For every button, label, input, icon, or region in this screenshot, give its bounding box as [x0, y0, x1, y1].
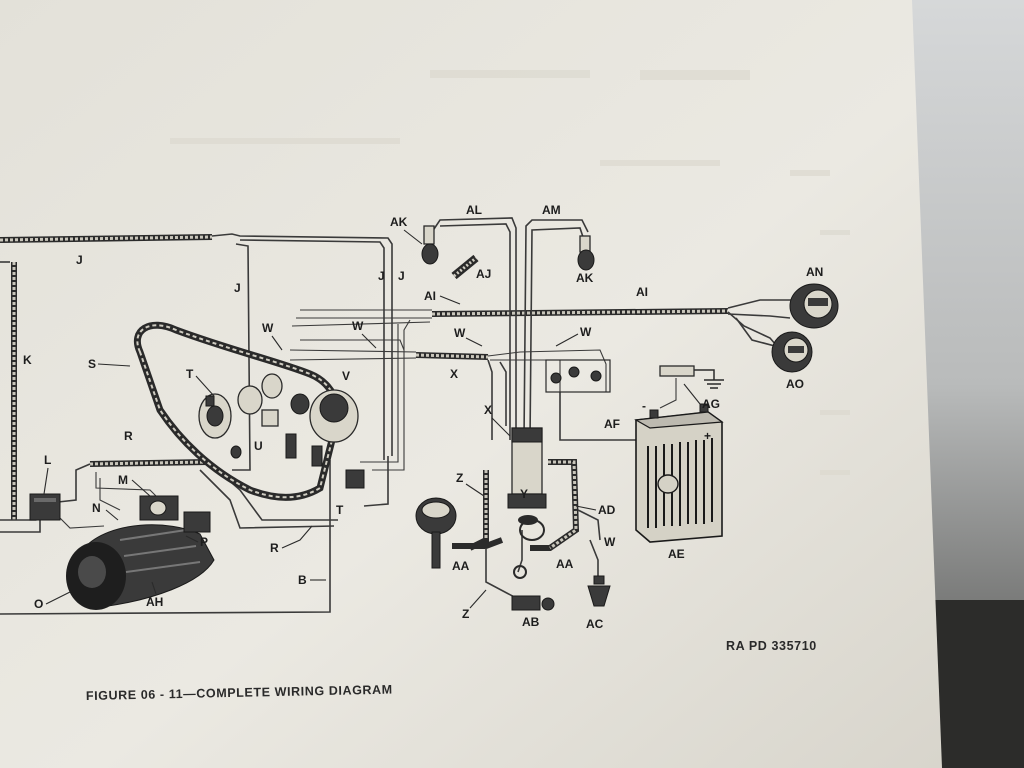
label-ae: AE — [668, 547, 685, 561]
plug-aj — [451, 254, 479, 280]
label-ak-right: AK — [576, 271, 594, 285]
ground-ag — [659, 365, 724, 389]
label-ac: AC — [586, 617, 604, 631]
label-ah: AH — [146, 595, 163, 609]
sending-unit-ak-right — [577, 235, 595, 271]
switch-ab — [511, 595, 555, 611]
label-z-2: Z — [462, 607, 469, 621]
svg-text:+: + — [704, 429, 711, 443]
regulator-l — [29, 493, 61, 521]
label-p: P — [200, 535, 208, 549]
label-r-2: R — [270, 541, 279, 555]
label-w-4: W — [580, 325, 592, 339]
label-k: K — [23, 353, 32, 367]
label-w-2: W — [352, 319, 364, 333]
label-aj: AJ — [476, 267, 491, 281]
bleed-through-marks — [170, 70, 850, 475]
label-j-mid1: J — [378, 269, 385, 283]
figure-reference: RA PD 335710 — [726, 639, 817, 653]
sender-ac — [587, 575, 611, 607]
sending-unit-ak-left — [421, 225, 439, 265]
label-o: O — [34, 597, 43, 611]
label-z-1: Z — [456, 471, 463, 485]
label-ak-left: AK — [390, 215, 408, 229]
label-ag: AG — [702, 397, 720, 411]
wire-j-right — [211, 233, 393, 456]
label-t-upper: T — [186, 367, 194, 381]
label-am: AM — [542, 203, 561, 217]
label-w-1: W — [262, 321, 274, 335]
label-ad: AD — [598, 503, 616, 517]
wire-al — [431, 217, 517, 440]
headlight-an — [789, 283, 839, 329]
label-j-top: J — [76, 253, 83, 267]
label-m: M — [118, 473, 128, 487]
callout-labels: J J J J K S T U V W W W W X X Y Z Z R R … — [23, 203, 823, 631]
label-j-mid2: J — [398, 269, 405, 283]
label-al: AL — [466, 203, 482, 217]
label-r-1: R — [124, 429, 133, 443]
harness-r — [89, 459, 209, 467]
label-x-2: X — [484, 403, 492, 417]
label-u: U — [254, 439, 263, 453]
figure-caption: FIGURE 06 - 11—COMPLETE WIRING DIAGRAM — [86, 683, 393, 703]
label-w-5: W — [604, 535, 616, 549]
distributor-aa — [513, 519, 545, 579]
label-v: V — [342, 369, 350, 383]
label-aa-1: AA — [452, 559, 470, 573]
label-af: AF — [604, 417, 620, 431]
horn-z — [415, 497, 457, 569]
paper-sheet — [0, 0, 942, 768]
wire-af — [559, 392, 640, 441]
wire-b — [0, 460, 331, 615]
label-b: B — [298, 573, 307, 587]
battery-ae: - + — [634, 399, 724, 543]
label-ai-1: AI — [424, 289, 436, 303]
label-ao: AO — [786, 377, 804, 391]
label-an: AN — [806, 265, 823, 279]
label-ab: AB — [522, 615, 540, 629]
background-shadow — [930, 600, 1024, 768]
svg-text:-: - — [642, 399, 646, 413]
label-ai-2: AI — [636, 285, 648, 299]
relay-m — [139, 495, 179, 521]
label-w-3: W — [454, 326, 466, 340]
wire-am — [523, 219, 589, 441]
generator-o — [66, 511, 215, 610]
label-s: S — [88, 357, 96, 371]
label-n: N — [92, 501, 101, 515]
junction-terminals — [545, 359, 611, 393]
label-t-lower: T — [336, 503, 344, 517]
label-l: L — [44, 453, 51, 467]
wiring — [0, 217, 800, 615]
label-aa-2: AA — [556, 557, 574, 571]
label-x-1: X — [450, 367, 458, 381]
headlight-ao — [771, 331, 813, 373]
label-y: Y — [520, 487, 528, 501]
label-j-left: J — [234, 281, 241, 295]
switch-cluster — [230, 373, 365, 489]
